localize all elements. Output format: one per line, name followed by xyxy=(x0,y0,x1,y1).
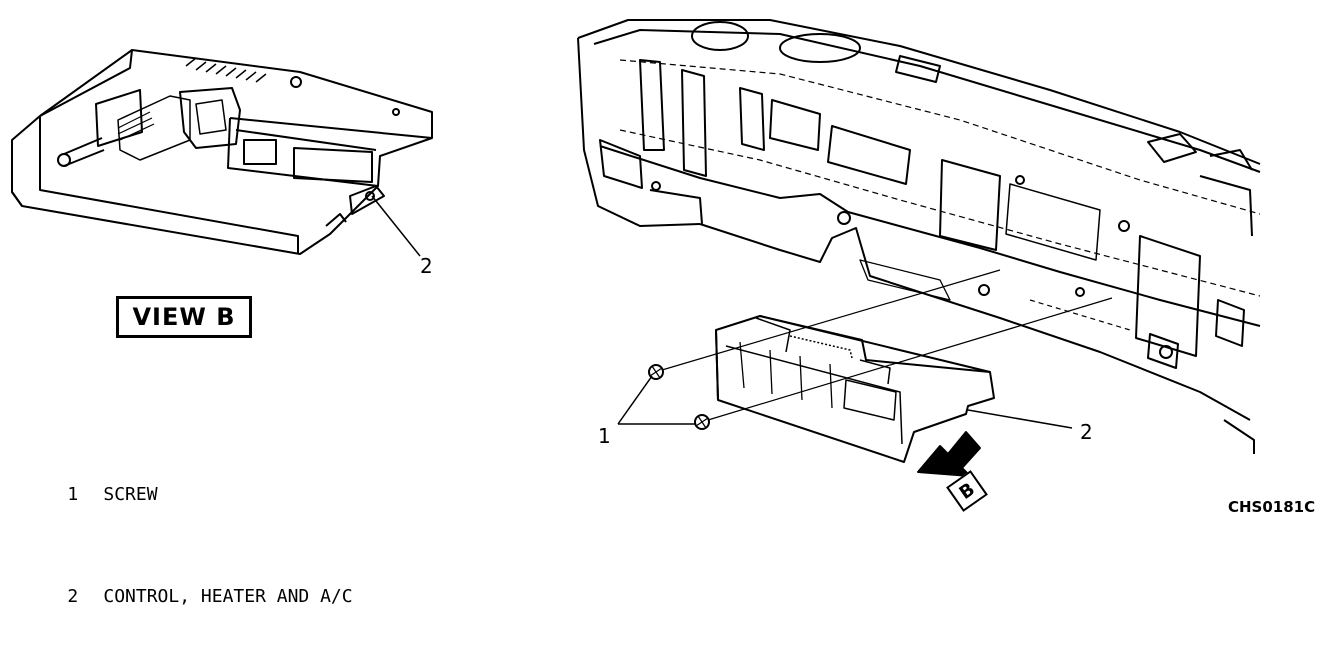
figure-code: CHS0181C xyxy=(1228,498,1316,516)
legend-item: 2 CONTROL, HEATER AND A/C xyxy=(24,546,353,648)
screw-lower xyxy=(694,414,710,430)
diagram-canvas xyxy=(11,19,1261,477)
legend-text: SCREW xyxy=(103,484,158,505)
callout-2-view-b: 2 xyxy=(420,254,433,278)
view-b-label: VIEW B xyxy=(116,296,252,338)
instrument-panel xyxy=(577,19,1261,454)
legend-number: 2 xyxy=(67,586,79,607)
parts-legend: 1 SCREW 2 CONTROL, HEATER AND A/C xyxy=(24,444,353,648)
view-b-detail xyxy=(11,49,433,257)
legend-number: 1 xyxy=(67,484,79,505)
callout-2-control: 2 xyxy=(1080,420,1093,444)
heater-ac-control xyxy=(715,315,995,463)
callout-1-screw: 1 xyxy=(598,424,611,448)
legend-text: CONTROL, HEATER AND A/C xyxy=(103,586,353,607)
screw-upper xyxy=(648,364,664,380)
legend-item: 1 SCREW xyxy=(24,444,353,546)
